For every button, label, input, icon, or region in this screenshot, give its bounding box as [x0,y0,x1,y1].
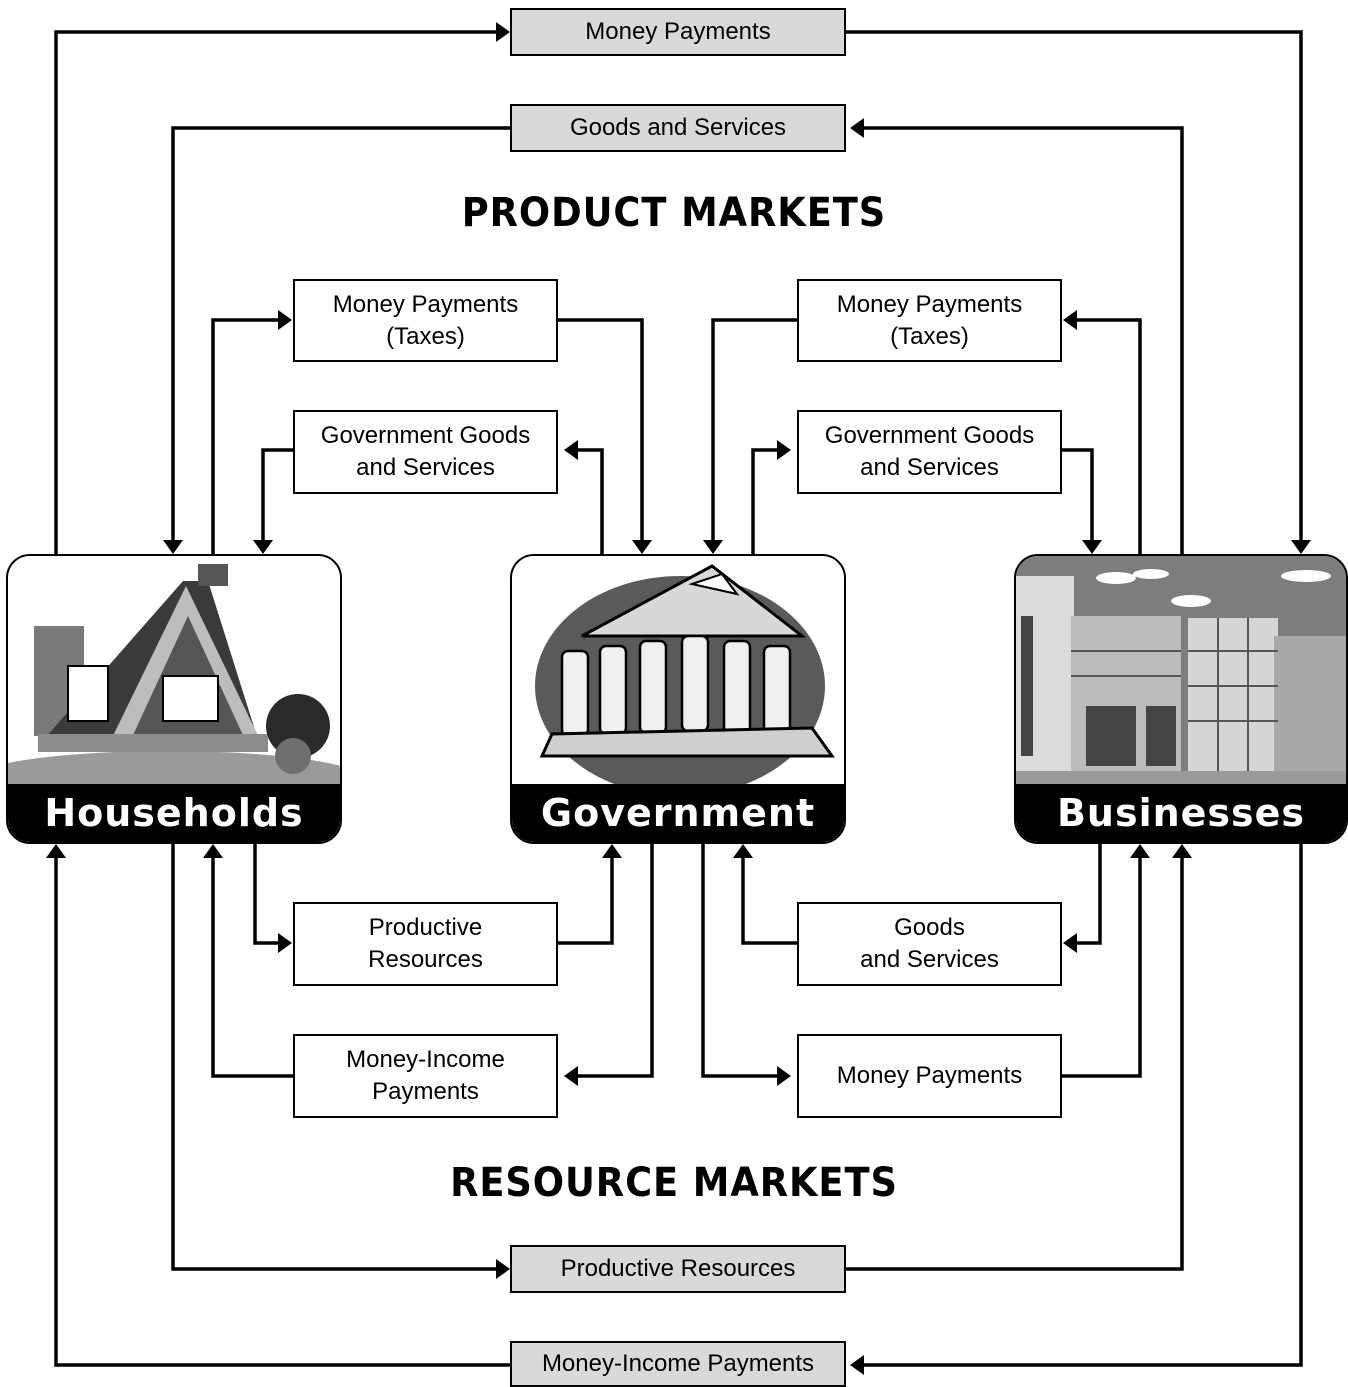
arrowhead [46,844,66,858]
arrowhead [703,540,723,554]
flow-govgoods-to-households [261,448,294,540]
arrowhead [564,1066,578,1086]
left-money-income-line1: Money-Income [346,1046,505,1073]
flow-businesses-to-taxes [1077,318,1142,554]
flow-taxes-to-government [557,318,644,540]
arrowhead [602,844,622,858]
right-goods-line2: and Services [860,946,999,973]
flow-goods-to-households [171,126,510,540]
arrowhead [850,1355,864,1375]
flow-resources-to-government [557,858,614,945]
arrowhead [733,844,753,858]
government-sector: Government [510,554,846,844]
house-illustration [8,556,340,786]
households-sector: Households [6,554,342,844]
left-productive-resources-box: Productive Resources [293,902,558,986]
arrowhead [1291,540,1311,554]
top-money-payments-box: Money Payments [510,8,846,56]
flow-bottom-income-to-households [54,858,510,1367]
flow-households-to-product-money [54,30,503,554]
arrowhead [203,844,223,858]
flow-government-to-govgoods-left [578,448,604,554]
bottom-money-income-label: Money-Income Payments [541,1350,815,1377]
households-label: Households [8,784,340,842]
arrowhead [1063,310,1077,330]
arrowhead [777,440,791,460]
government-building-illustration [512,556,844,786]
arrowhead [1172,844,1192,858]
left-taxes-line1: Money Payments [332,290,519,318]
bottom-productive-resources-label: Productive Resources [560,1255,796,1282]
left-gov-goods-line2: and Services [356,454,495,481]
arrowhead [496,1259,510,1279]
flow-businesses-to-goods-lower [1077,842,1102,945]
flow-income-to-households [211,858,294,1078]
flow-households-to-bottom-resources [171,842,503,1271]
left-gov-goods-line1: Government Goods [320,422,531,449]
arrowhead [278,933,292,953]
right-taxes-line2: (Taxes) [890,322,969,350]
right-goods-line1: Goods [894,914,965,941]
flow-goods-lower-to-government [741,858,798,945]
resource-markets-title: RESOURCE MARKETS [450,1160,898,1206]
product-markets-title: PRODUCT MARKETS [461,190,887,236]
businesses-sector: Businesses [1014,554,1348,844]
bottom-money-income-box: Money-Income Payments [510,1341,846,1387]
flow-money-lower-to-businesses [1061,858,1142,1078]
flow-businesses-to-goods [864,126,1184,554]
right-taxes-box: Money Payments (Taxes) [797,279,1062,362]
left-productive-resources-line1: Productive [368,914,483,941]
arrowhead [496,22,510,42]
left-productive-resources-line2: Resources [368,946,483,973]
government-label: Government [512,784,844,842]
arrowhead [1130,844,1150,858]
right-goods-box: Goods and Services [797,902,1062,986]
flow-bottom-resources-to-businesses [845,858,1184,1271]
top-money-payments-label: Money Payments [585,18,771,45]
right-money-payments-label: Money Payments [836,1062,1023,1089]
city-buildings-illustration [1016,556,1346,786]
flow-government-to-income [578,842,654,1078]
arrowhead [850,118,864,138]
left-taxes-box: Money Payments (Taxes) [293,279,558,362]
arrowhead [777,1066,791,1086]
top-goods-services-box: Goods and Services [510,104,846,152]
flow-government-to-money-lower [701,842,777,1078]
businesses-label: Businesses [1016,784,1346,842]
flow-businesses-to-bottom-income [864,842,1303,1367]
arrowhead [564,440,578,460]
flow-product-money-to-businesses [845,30,1303,540]
arrowhead [632,540,652,554]
right-taxes-line1: Money Payments [836,290,1023,318]
flow-households-to-taxes [211,318,278,554]
left-money-income-box: Money-Income Payments [293,1034,558,1118]
arrowhead [253,540,273,554]
top-goods-services-label: Goods and Services [569,114,787,141]
arrowhead [278,310,292,330]
arrowhead [1063,933,1077,953]
left-money-income-line2: Payments [372,1078,479,1105]
arrowhead [163,540,183,554]
arrowhead [1082,540,1102,554]
flow-taxes-right-to-government [711,318,798,540]
right-money-payments-box: Money Payments [797,1034,1062,1118]
flow-govgoods-to-businesses [1061,448,1094,540]
flow-government-to-govgoods-right [751,448,777,554]
left-gov-goods-box: Government Goods and Services [293,410,558,494]
left-taxes-line2: (Taxes) [386,322,465,350]
right-gov-goods-box: Government Goods and Services [797,410,1062,494]
bottom-productive-resources-box: Productive Resources [510,1245,846,1293]
flow-households-to-resources [253,842,278,945]
right-gov-goods-line1: Government Goods [824,422,1035,449]
right-gov-goods-line2: and Services [860,454,999,481]
